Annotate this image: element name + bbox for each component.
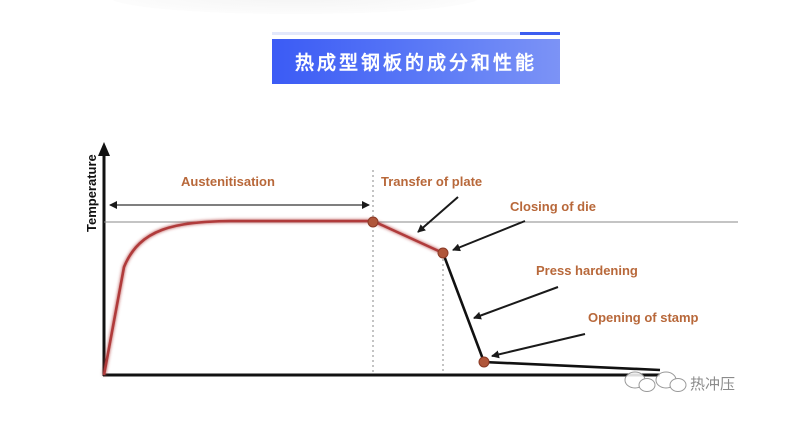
label-austenitisation: Austenitisation: [181, 174, 275, 189]
page-title: 热成型钢板的成分和性能: [272, 39, 560, 84]
label-closing-of-die: Closing of die: [510, 199, 596, 214]
point-transfer-start: [367, 216, 379, 228]
y-axis-arrow-icon: [98, 142, 110, 156]
y-axis-label: Temperature: [84, 154, 99, 232]
top-shadow: [110, 0, 480, 14]
point-stamp-opening: [478, 356, 490, 368]
title-decor-accent: [520, 32, 560, 35]
watermark-text: 热冲压: [690, 375, 735, 393]
label-opening-of-stamp: Opening of stamp: [588, 310, 699, 325]
pointer-opening: [491, 333, 586, 359]
wechat-icon: [624, 371, 687, 392]
title-decor-bar: [272, 32, 560, 35]
point-die-closing: [437, 247, 449, 259]
axes: [98, 142, 660, 377]
pointer-closing: [452, 220, 526, 252]
pointer-press: [473, 286, 559, 320]
label-transfer-of-plate: Transfer of plate: [381, 174, 482, 189]
label-press-hardening: Press hardening: [536, 263, 638, 278]
watermark: 热冲压: [624, 371, 735, 393]
heating-curve: [102, 219, 444, 376]
pointer-transfer: [417, 196, 459, 233]
